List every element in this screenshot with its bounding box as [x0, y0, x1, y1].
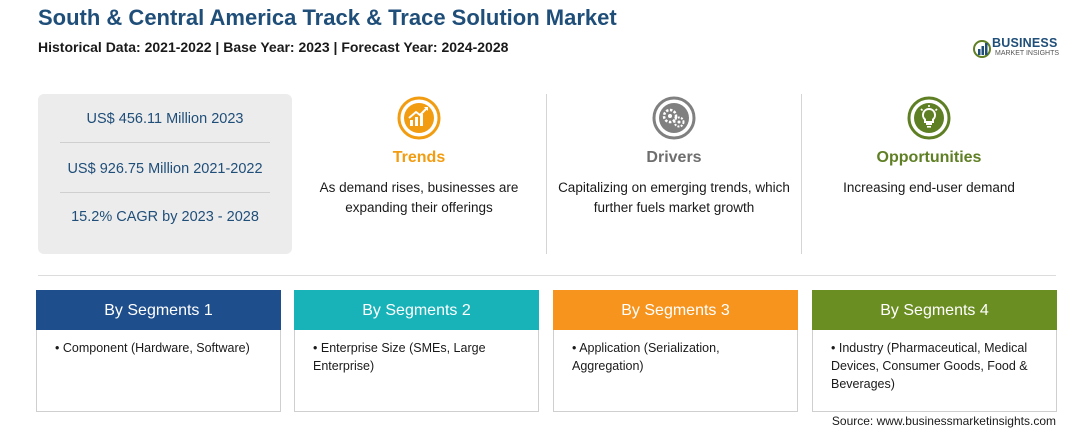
- trends-text: As demand rises, businesses are expandin…: [319, 180, 519, 215]
- bullet: •: [831, 341, 836, 355]
- logo-tagline: MARKET INSIGHTS: [995, 50, 1060, 57]
- opportunities-text: Increasing end-user demand: [843, 180, 1015, 195]
- source-credit: Source: www.businessmarketinsights.com: [831, 414, 1056, 428]
- bullet: •: [55, 341, 60, 355]
- column-divider: [546, 94, 547, 254]
- stat-divider: [60, 142, 270, 143]
- segment-item: • Application (Serialization, Aggregatio…: [554, 330, 797, 375]
- column-divider: [801, 94, 802, 254]
- segment-text: Enterprise Size (SMEs, Large Enterprise): [313, 341, 486, 373]
- segment-card-3: By Segments 3 • Application (Serializati…: [553, 290, 798, 412]
- stat-market-size-2023: US$ 456.11 Million 2023: [86, 111, 244, 127]
- segment-card-1: By Segments 1 • Component (Hardware, Sof…: [36, 290, 281, 412]
- gears-icon: [652, 96, 696, 140]
- brand-logo: BUSINESS MARKET INSIGHTS: [973, 35, 1063, 61]
- page-title: South & Central America Track & Trace So…: [38, 5, 617, 30]
- logo-name: BUSINESS: [992, 36, 1058, 50]
- segment-title: By Segments 4: [812, 290, 1057, 330]
- stat-market-size-historical: US$ 926.75 Million 2021-2022: [67, 161, 263, 177]
- drivers-text: Capitalizing on emerging trends, which f…: [558, 180, 790, 215]
- segment-card-2: By Segments 2 • Enterprise Size (SMEs, L…: [294, 290, 539, 412]
- bullet: •: [313, 341, 318, 355]
- stat-cagr: 15.2% CAGR by 2023 - 2028: [71, 209, 259, 225]
- segment-title: By Segments 2: [294, 290, 539, 330]
- stat-divider: [60, 192, 270, 193]
- segment-item: • Industry (Pharmaceutical, Medical Devi…: [813, 330, 1056, 393]
- segment-title: By Segments 1: [36, 290, 281, 330]
- segment-card-4: By Segments 4 • Industry (Pharmaceutical…: [812, 290, 1057, 412]
- market-stats-panel: US$ 456.11 Million 2023 US$ 926.75 Milli…: [38, 94, 292, 254]
- chart-growth-icon: [397, 96, 441, 140]
- drivers-column: Drivers Capitalizing on emerging trends,…: [547, 94, 801, 254]
- section-divider: [38, 275, 1056, 276]
- segment-item: • Enterprise Size (SMEs, Large Enterpris…: [295, 330, 538, 375]
- lightbulb-icon: [907, 96, 951, 140]
- opportunities-column: Opportunities Increasing end-user demand: [802, 94, 1056, 254]
- segment-text: Application (Serialization, Aggregation): [572, 341, 720, 373]
- trends-heading: Trends: [392, 149, 446, 166]
- opportunities-heading: Opportunities: [876, 149, 982, 166]
- segment-item: • Component (Hardware, Software): [37, 330, 280, 357]
- logo-globe-icon: [973, 40, 991, 58]
- segment-title: By Segments 3: [553, 290, 798, 330]
- segment-text: Component (Hardware, Software): [62, 341, 250, 355]
- trends-column: Trends As demand rises, businesses are e…: [292, 94, 546, 254]
- page-subtitle: Historical Data: 2021-2022 | Base Year: …: [38, 39, 509, 55]
- bullet: •: [572, 341, 577, 355]
- drivers-heading: Drivers: [646, 149, 702, 166]
- segment-text: Industry (Pharmaceutical, Medical Device…: [831, 341, 1028, 391]
